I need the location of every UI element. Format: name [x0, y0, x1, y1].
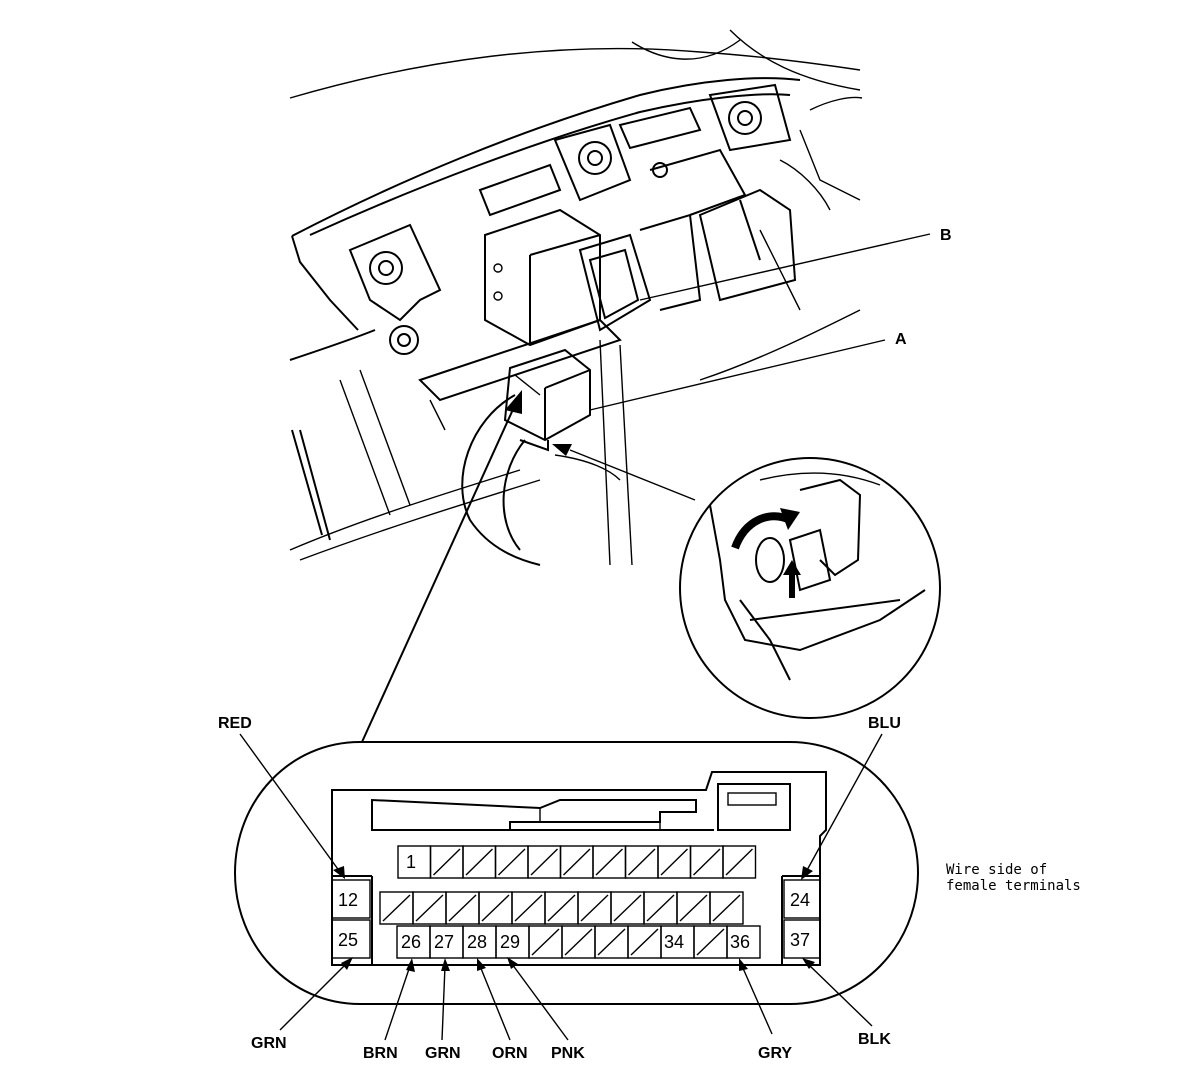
cavity-11-blank-mark — [725, 848, 753, 876]
pin-row-bottom — [396, 925, 761, 959]
pin-label-25: 25 — [338, 930, 358, 950]
cavity-30-blank-mark — [531, 928, 560, 956]
note-line-1: Wire side of — [946, 862, 1047, 878]
cavity-11 — [722, 845, 757, 879]
face-pointer-arrowhead — [505, 390, 522, 414]
cavity-9-blank-mark — [660, 848, 688, 876]
callout-b: B — [940, 227, 952, 244]
cavity-8-blank-mark — [628, 848, 656, 876]
cavity-32-blank-mark — [597, 928, 626, 956]
cavity-13-blank-mark — [382, 894, 411, 922]
pin-label-27: 27 — [434, 932, 454, 952]
wire-label-pnk: PNK — [551, 1045, 585, 1062]
wire-label-grn-27: GRN — [425, 1045, 461, 1062]
pin-label-12: 12 — [338, 890, 358, 910]
pin-label-1: 1 — [406, 852, 416, 872]
wire-label-brn: BRN — [363, 1045, 398, 1062]
cavity-36 — [726, 925, 761, 959]
wire-label-red: RED — [218, 715, 252, 732]
cavity-3-blank-mark — [465, 848, 493, 876]
cavity-5-blank-mark — [530, 848, 558, 876]
cavity-21-blank-mark — [646, 894, 675, 922]
pin-label-29: 29 — [500, 932, 520, 952]
wire-label-blk: BLK — [858, 1031, 891, 1048]
callout-leaders — [589, 233, 931, 411]
pin-label-28: 28 — [467, 932, 487, 952]
cavity-15-blank-mark — [448, 894, 477, 922]
pin-label-24: 24 — [790, 890, 810, 910]
detail-magnifier — [679, 457, 941, 719]
dashboard-illustration — [289, 29, 863, 566]
wire-label-orn: ORN — [492, 1045, 528, 1062]
cavity-18-blank-mark — [547, 894, 576, 922]
cavity-6-blank-mark — [563, 848, 591, 876]
cavity-12 — [331, 879, 371, 919]
cavity-22-blank-mark — [679, 894, 708, 922]
cavity-14-blank-mark — [415, 894, 444, 922]
cavity-10-blank-mark — [693, 848, 721, 876]
pin-row-top — [397, 845, 757, 879]
connector-face — [233, 741, 920, 1005]
cavity-7-blank-mark — [595, 848, 623, 876]
callout-a: A — [895, 331, 907, 348]
cavity-16-blank-mark — [481, 894, 510, 922]
cavity-2-blank-mark — [433, 848, 461, 876]
cavity-33-blank-mark — [630, 928, 659, 956]
cavity-19-blank-mark — [580, 894, 609, 922]
cavity-31-blank-mark — [564, 928, 593, 956]
pin-label-36: 36 — [730, 932, 750, 952]
note-line-2: female terminals — [946, 878, 1081, 894]
cavity-35-blank-mark — [696, 928, 725, 956]
wire-label-blu: BLU — [868, 715, 901, 732]
cavity-23 — [709, 891, 744, 925]
wire-label-grn-25: GRN — [251, 1035, 287, 1052]
pin-label-26: 26 — [401, 932, 421, 952]
wire-label-gry: GRY — [758, 1045, 792, 1062]
detail-pointer-line — [569, 449, 696, 501]
pin-label-37: 37 — [790, 930, 810, 950]
wire-leaders — [239, 733, 883, 1041]
cavity-4-blank-mark — [498, 848, 526, 876]
face-pointer-line — [361, 404, 516, 743]
cavity-23-blank-mark — [712, 894, 741, 922]
pin-row-middle — [379, 891, 744, 925]
cavity-24 — [783, 879, 821, 919]
cavity-20-blank-mark — [613, 894, 642, 922]
cavity-17-blank-mark — [514, 894, 543, 922]
pin-label-34: 34 — [664, 932, 684, 952]
detail-pointer-arrowhead — [552, 444, 572, 456]
